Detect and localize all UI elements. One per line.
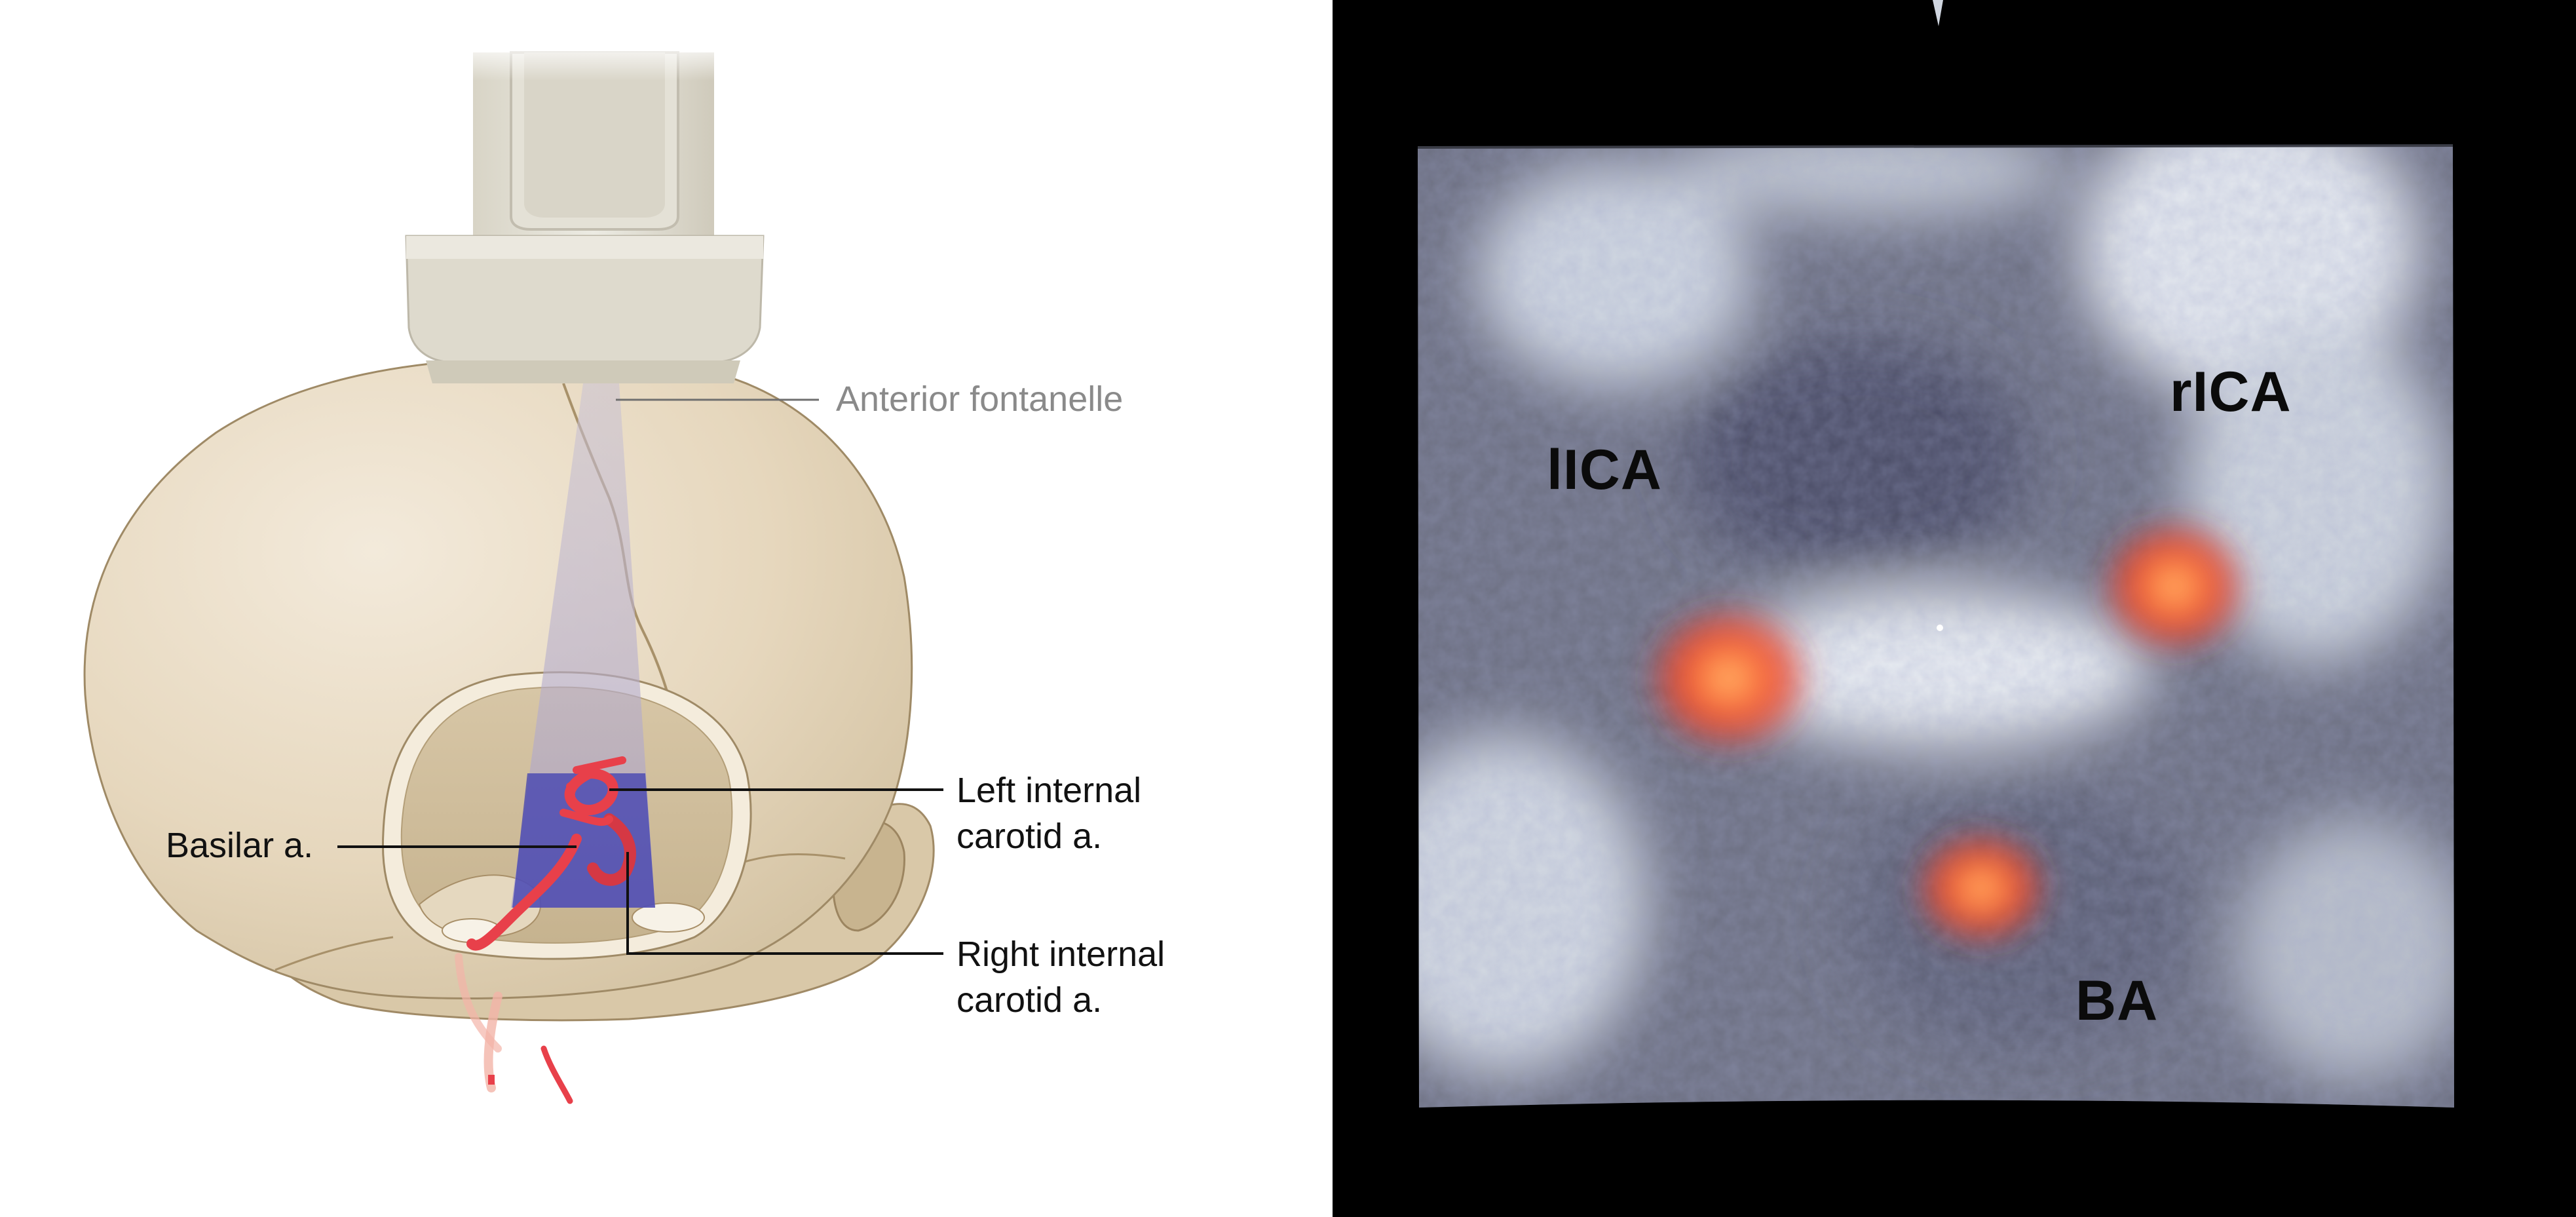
basilar-artery bbox=[466, 834, 582, 951]
flow-rica bbox=[2099, 518, 2250, 655]
ultrasound-probe bbox=[405, 39, 765, 383]
doppler-ultrasound-panel: lICA rICA BA bbox=[1333, 0, 2576, 1217]
right-ica bbox=[587, 813, 636, 886]
doppler-image bbox=[1417, 0, 2454, 1108]
label-basilar: Basilar a. bbox=[166, 826, 314, 865]
flow-ba bbox=[1912, 829, 2050, 947]
flow-signals bbox=[1644, 518, 2250, 947]
label-right-ica-line2: carotid a. bbox=[957, 980, 1103, 1020]
leader-right-ica bbox=[626, 852, 943, 955]
label-lica: lICA bbox=[1547, 438, 1662, 501]
circle-of-willis bbox=[455, 756, 636, 1104]
anatomy-illustration-panel: Anterior fontanelle Left internal caroti… bbox=[83, 39, 1165, 1104]
flow-lica bbox=[1644, 603, 1814, 754]
probe-marker bbox=[1933, 0, 1943, 26]
label-left-ica-line1: Left internal bbox=[957, 771, 1142, 810]
label-rica: rICA bbox=[2170, 360, 2292, 423]
label-ba: BA bbox=[2075, 969, 2159, 1032]
label-left-ica-line2: carotid a. bbox=[957, 817, 1103, 856]
skull-illustration bbox=[83, 39, 943, 1104]
label-right-ica-line1: Right internal bbox=[957, 935, 1165, 974]
label-anterior-fontanelle: Anterior fontanelle bbox=[836, 379, 1124, 419]
sector-image bbox=[1418, 145, 2454, 1108]
